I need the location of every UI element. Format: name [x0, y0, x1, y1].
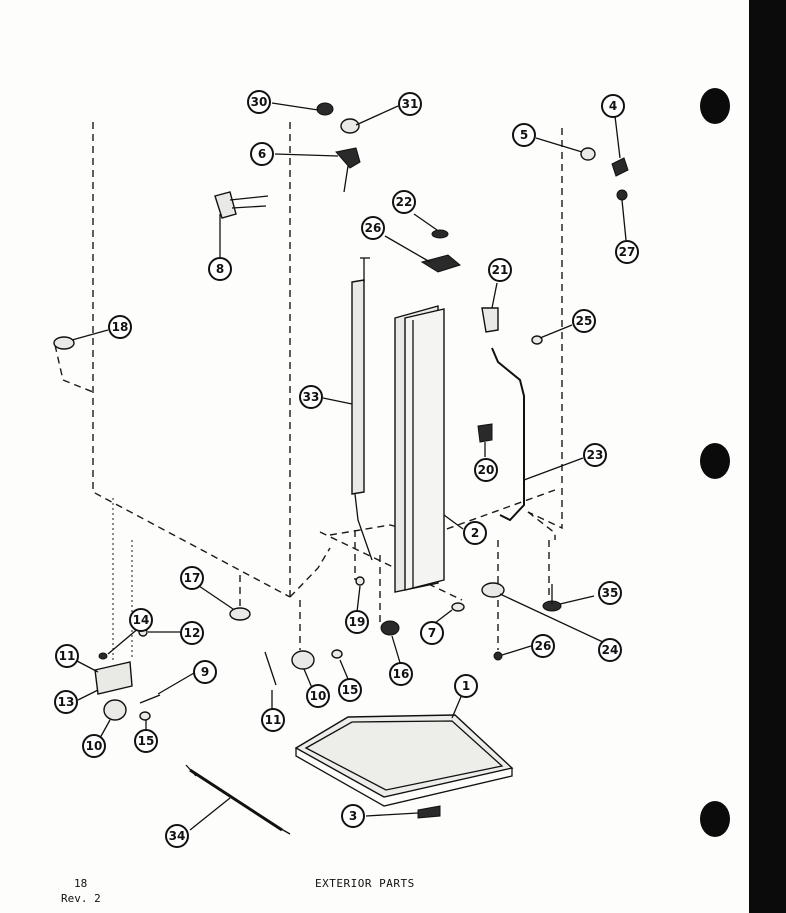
svg-text:11: 11 [59, 649, 76, 663]
svg-text:35: 35 [602, 586, 619, 600]
callout-15-left: 15 [134, 729, 158, 753]
callout-6: 6 [250, 142, 274, 166]
callout-30: 27 [615, 240, 639, 264]
callout-23: 23 [583, 443, 607, 467]
svg-text:27: 27 [619, 245, 636, 259]
svg-text:4: 4 [609, 99, 617, 113]
callout-11-center: 11 [261, 708, 285, 732]
callout-31: 31 [398, 92, 422, 116]
svg-text:21: 21 [492, 263, 509, 277]
svg-text:17: 17 [184, 571, 201, 585]
svg-text:19: 19 [349, 615, 366, 629]
callout-5: 5 [512, 123, 536, 147]
svg-text:13: 13 [58, 695, 75, 709]
callout-24: 24 [598, 638, 622, 662]
callout-4: 4 [601, 94, 625, 118]
svg-text:30: 30 [251, 95, 268, 109]
callout-7: 7 [420, 621, 444, 645]
callout-20: 20 [474, 458, 498, 482]
callout-3: 3 [341, 804, 365, 828]
callout-21: 21 [488, 258, 512, 282]
svg-text:7: 7 [428, 626, 436, 640]
callout-bubbles: 30 31 6 4 5 27 8 22 26 21 25 18 33 20 23… [54, 90, 639, 848]
svg-text:26: 26 [365, 221, 382, 235]
svg-text:24: 24 [602, 643, 619, 657]
callout-2: 2 [463, 521, 487, 545]
binder-hole [700, 801, 730, 837]
callout-27: 26 [361, 216, 385, 240]
callout-11-left: 11 [55, 644, 79, 668]
callout-13: 13 [54, 690, 78, 714]
svg-text:22: 22 [396, 195, 413, 209]
callout-32: 30 [247, 90, 271, 114]
svg-text:15: 15 [138, 734, 155, 748]
binding-edge [749, 0, 786, 913]
svg-text:20: 20 [478, 463, 495, 477]
svg-text:18: 18 [112, 320, 129, 334]
callout-17: 17 [180, 566, 204, 590]
callout-33: 33 [299, 385, 323, 409]
binder-hole [700, 88, 730, 124]
svg-text:11: 11 [265, 713, 282, 727]
svg-text:6: 6 [258, 147, 266, 161]
callout-leaders [71, 102, 627, 831]
page-caption: EXTERIOR PARTS [315, 877, 415, 890]
page-number: 18 [74, 877, 88, 890]
callout-10-center: 10 [306, 684, 330, 708]
callout-19: 19 [345, 610, 369, 634]
svg-text:25: 25 [576, 314, 593, 328]
callout-12: 12 [180, 621, 204, 645]
svg-text:12: 12 [184, 626, 201, 640]
binder-hole [700, 443, 730, 479]
svg-text:1: 1 [462, 679, 470, 693]
svg-text:14: 14 [133, 613, 150, 627]
callout-1: 1 [454, 674, 478, 698]
svg-text:2: 2 [471, 526, 479, 540]
callout-26: 25 [572, 309, 596, 333]
svg-text:31: 31 [402, 97, 419, 111]
svg-text:3: 3 [349, 809, 357, 823]
callout-9: 9 [193, 660, 217, 684]
callout-10-left: 10 [82, 734, 106, 758]
svg-text:23: 23 [587, 448, 604, 462]
svg-text:16: 16 [393, 667, 410, 681]
callout-8: 8 [208, 257, 232, 281]
callout-22: 22 [392, 190, 416, 214]
revision-label: Rev. 2 [61, 892, 101, 905]
callout-25: 26 [531, 634, 555, 658]
callout-34: 34 [165, 824, 189, 848]
part-shapes [53, 102, 629, 835]
svg-text:26: 26 [535, 639, 552, 653]
callout-35: 35 [598, 581, 622, 605]
svg-text:15: 15 [342, 683, 359, 697]
svg-text:8: 8 [216, 262, 224, 276]
svg-text:33: 33 [303, 390, 320, 404]
callout-14: 14 [129, 608, 153, 632]
svg-text:34: 34 [169, 829, 186, 843]
svg-text:10: 10 [86, 739, 103, 753]
callout-15-center: 15 [338, 678, 362, 702]
callout-18: 18 [108, 315, 132, 339]
svg-text:5: 5 [520, 128, 528, 142]
svg-text:10: 10 [310, 689, 327, 703]
callout-16: 16 [389, 662, 413, 686]
svg-text:9: 9 [201, 665, 209, 679]
